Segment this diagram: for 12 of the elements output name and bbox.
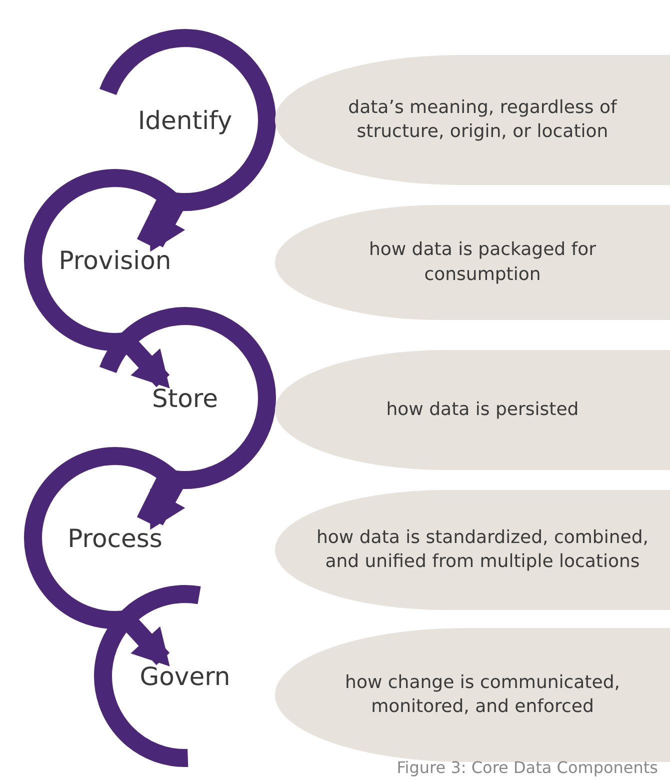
description-band: how data is persisted <box>275 350 670 470</box>
step-label: Govern <box>140 658 230 694</box>
description-band: data’s meaning, regardless of structure, origin, or location <box>275 55 670 185</box>
step-label: Process <box>68 520 162 556</box>
step-label: Provision <box>58 242 172 278</box>
step-label: Identify <box>138 102 232 138</box>
step-label: Store <box>152 380 218 416</box>
description-band: how change is communicated, monitored, and enforced <box>275 628 670 762</box>
curved-arrow <box>24 169 177 388</box>
description-band: how data is standardized, combined, and unified from multiple locations <box>275 490 670 610</box>
description-band: how data is packaged for consumption <box>275 205 670 320</box>
curved-arrow <box>24 447 177 666</box>
